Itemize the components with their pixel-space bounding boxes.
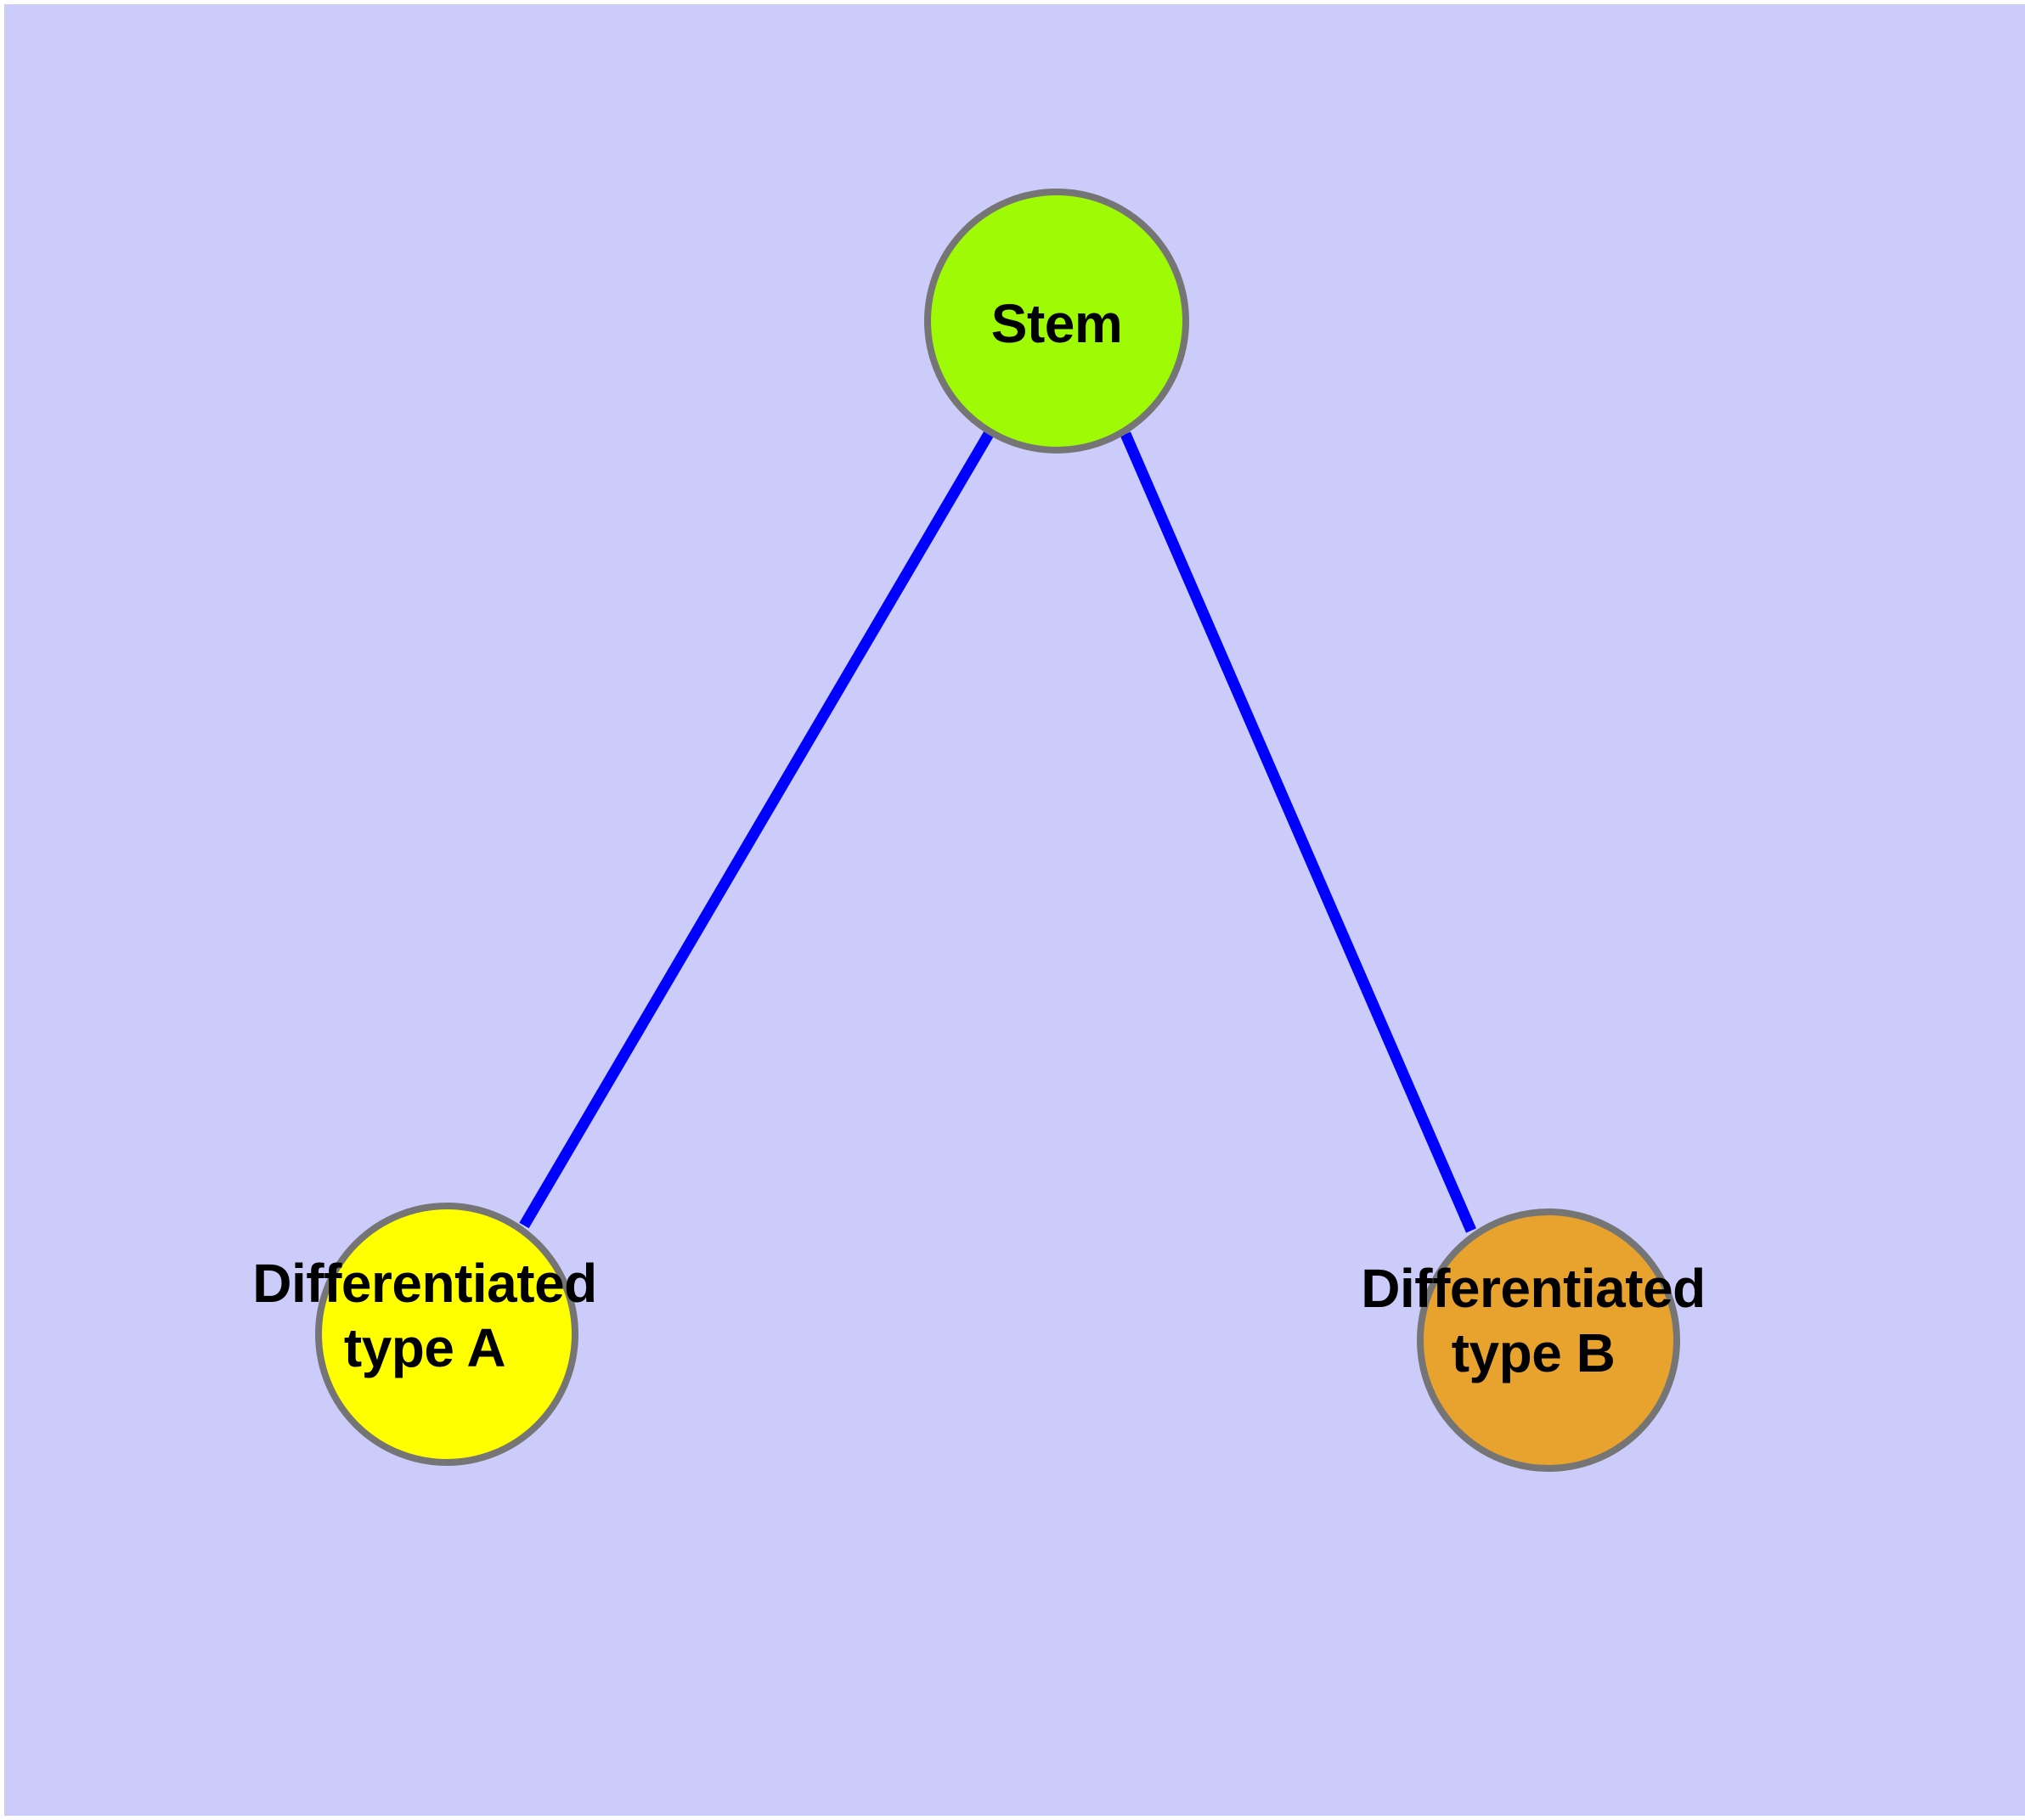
edge-stem-to-differentiated-type-a <box>519 431 994 1229</box>
edge-layer <box>519 431 1476 1233</box>
node-stem[interactable] <box>924 189 1189 454</box>
node-differentiated-type-a[interactable] <box>315 1203 578 1466</box>
node-differentiated-type-b[interactable] <box>1417 1209 1680 1472</box>
edge-stem-to-differentiated-type-b <box>1120 431 1476 1233</box>
